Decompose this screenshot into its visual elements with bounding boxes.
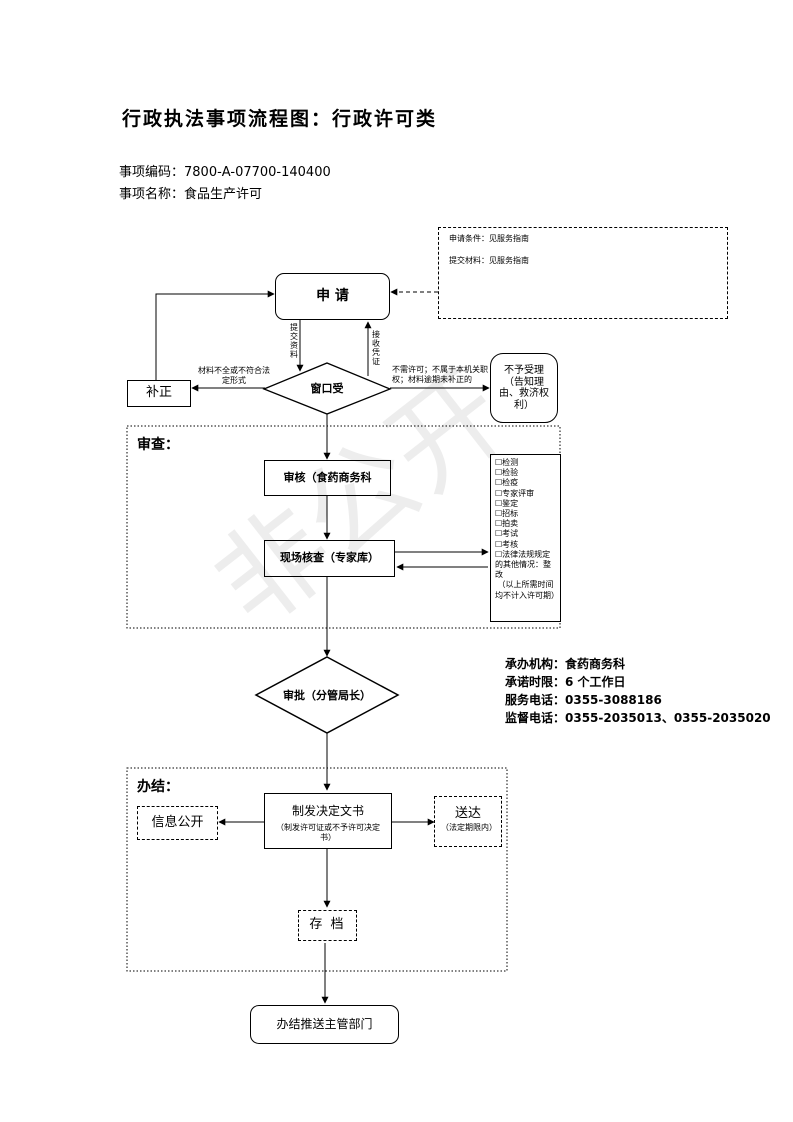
- checklist-item: ☐考试: [495, 529, 519, 539]
- archive-node: 存 档: [298, 910, 357, 941]
- apply-node: 申 请: [275, 273, 390, 320]
- approve-node: 审批（分管局长）: [283, 688, 371, 702]
- approve-diamond: [254, 656, 400, 734]
- finish-section-label: 办结：: [137, 779, 179, 795]
- checklist-item: ☐法律法规规定的其他情况：整改: [495, 549, 551, 580]
- item-name: 事项名称：食品生产许可: [119, 187, 263, 202]
- condition-note-text: 申请条件：见服务指南: [449, 234, 529, 243]
- checklist-footnote: （以上所需时间均不计入许可期）: [495, 580, 559, 600]
- decision-title: 制发决定文书: [291, 804, 364, 818]
- window-diamond: [262, 362, 392, 415]
- supervise-phone-info: 监督电话：0355-2035013、0355-2035020: [505, 711, 771, 725]
- service-phone-info: 服务电话：0355-3088186: [505, 693, 662, 707]
- supplement-loop-arrow: [155, 290, 275, 380]
- review-section-frame: [126, 425, 561, 629]
- agency-info: 承办机构：食药商务科: [505, 657, 626, 671]
- checklist-item: ☐检测: [495, 458, 519, 467]
- special-procedure-checklist: ☐检测 ☐检验 ☐检疫 ☐专家评审 ☐鉴定 ☐招标 ☐拍卖 ☐考试 ☐考核 ☐法…: [490, 454, 561, 622]
- finish-section-frame: [126, 767, 508, 972]
- deliver-note: （法定期限内）: [441, 823, 497, 832]
- conditions-note: 申请条件：见服务指南 提交材料：见服务指南: [438, 227, 728, 319]
- reject-reason-label: 不需许可；不属于本机关职权；材料逾期未补正的: [392, 365, 488, 384]
- reject-node: 不予受理（告知理由、救济权利）: [490, 353, 558, 423]
- page-title: 行政执法事项流程图：行政许可类: [122, 108, 438, 130]
- push-node: 办结推送主管部门: [250, 1005, 399, 1044]
- submit-label: 提交资料: [290, 323, 298, 359]
- disclose-node: 信息公开: [137, 806, 218, 840]
- checklist-item: ☐招标: [495, 509, 519, 519]
- checklist-item: ☐考核: [495, 539, 519, 549]
- receipt-label: 接收凭证: [372, 330, 380, 366]
- window-node: 窗口受: [310, 381, 344, 395]
- checklist-item: ☐拍卖: [495, 519, 519, 529]
- decision-node: 制发决定文书 （制发许可证或不予许可决定书）: [264, 793, 392, 849]
- decision-note: （制发许可证或不予许可决定书）: [276, 823, 380, 842]
- checklist-item: ☐检验: [495, 468, 519, 478]
- checklist-item: ☐专家评审: [495, 488, 535, 498]
- deliver-title: 送达: [454, 806, 481, 821]
- deliver-node: 送达 （法定期限内）: [434, 796, 502, 847]
- review-node: 审核（食药商务科: [264, 460, 391, 496]
- checklist-item: ☐鉴定: [495, 498, 519, 508]
- supplement-node: 补正: [127, 380, 191, 407]
- time-limit-info: 承诺时限：6 个工作日: [505, 675, 626, 689]
- materials-note-text: 提交材料：见服务指南: [449, 255, 529, 265]
- site-check-node: 现场核查（专家库）: [264, 540, 395, 577]
- item-code: 事项编码：7800-A-07700-140400: [119, 165, 331, 180]
- review-section-label: 审查：: [137, 437, 179, 453]
- incomplete-label: 材料不全或不符合法定形式: [198, 366, 270, 385]
- checklist-item: ☐检疫: [495, 478, 519, 488]
